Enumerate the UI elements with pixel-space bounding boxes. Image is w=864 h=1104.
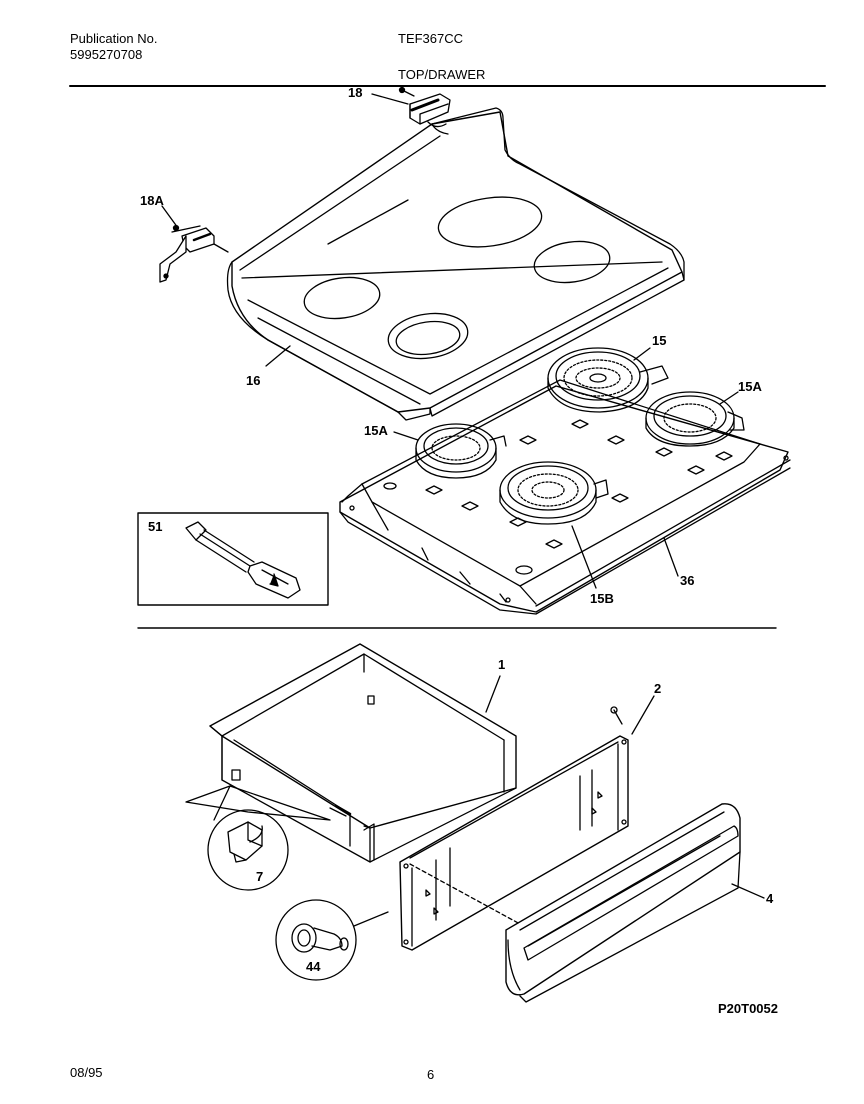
element-15b bbox=[500, 462, 608, 588]
drawer-front-2 bbox=[400, 696, 654, 950]
callout-circle-7 bbox=[186, 786, 330, 890]
callout-circle-44 bbox=[276, 900, 388, 980]
section-title: TOP/DRAWER bbox=[398, 67, 486, 82]
cooktop-glass-top bbox=[228, 108, 685, 420]
callout-15: 15 bbox=[652, 333, 667, 348]
model-number: TEF367CC bbox=[398, 31, 464, 46]
callout-15b: 15B bbox=[590, 591, 614, 606]
burner-box-36 bbox=[340, 380, 790, 614]
callout-4: 4 bbox=[766, 891, 774, 906]
callout-15a-right: 15A bbox=[738, 379, 762, 394]
publication-label: Publication No. bbox=[70, 31, 158, 46]
element-15a-left bbox=[394, 424, 506, 478]
callout-1: 1 bbox=[498, 657, 506, 672]
callout-36: 36 bbox=[680, 573, 695, 588]
callout-18a: 18A bbox=[140, 193, 164, 208]
leader-16 bbox=[266, 346, 290, 366]
bracket-18 bbox=[372, 88, 450, 127]
page-number: 6 bbox=[427, 1067, 435, 1082]
callout-44: 44 bbox=[306, 959, 321, 974]
callout-15a-left: 15A bbox=[364, 423, 388, 438]
drawing-code: P20T0052 bbox=[718, 1001, 778, 1016]
element-15a-right bbox=[646, 392, 744, 446]
drawer-panel-4 bbox=[506, 804, 764, 1002]
footer-date: 08/95 bbox=[70, 1065, 103, 1080]
callout-2: 2 bbox=[654, 681, 662, 696]
wire-harness-51 bbox=[138, 513, 328, 605]
drawer-1 bbox=[210, 644, 516, 862]
callout-18: 18 bbox=[348, 85, 363, 100]
callout-51: 51 bbox=[148, 519, 163, 534]
element-15 bbox=[548, 348, 668, 412]
publication-number: 5995270708 bbox=[70, 47, 143, 62]
bracket-18a bbox=[160, 206, 228, 282]
callout-16: 16 bbox=[246, 373, 261, 388]
callout-7: 7 bbox=[256, 869, 264, 884]
